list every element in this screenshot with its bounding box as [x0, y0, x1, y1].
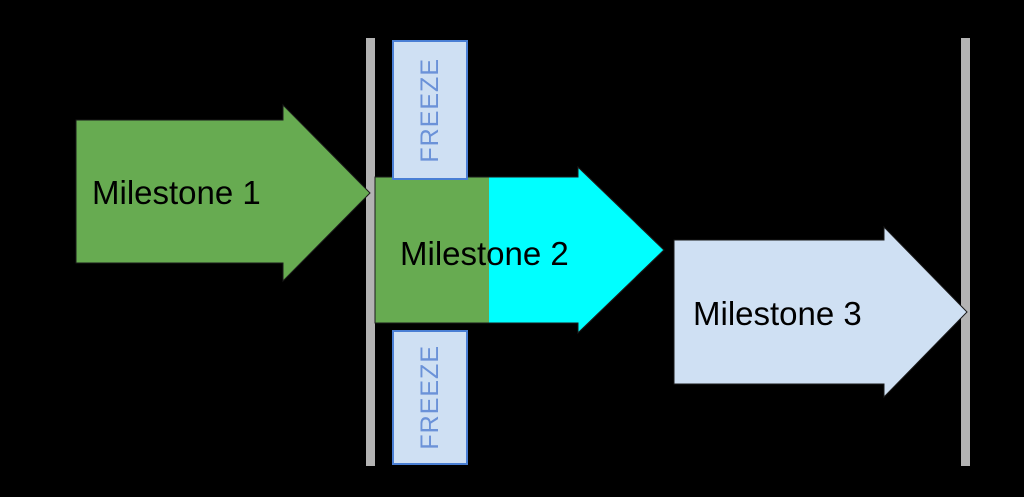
freeze-block-top[interactable]: FREEZE	[392, 40, 468, 180]
milestone-3-arrow[interactable]	[673, 225, 968, 399]
freeze-block-bottom[interactable]: FREEZE	[392, 330, 468, 465]
milestone-2-label: Milestone 2	[400, 235, 569, 272]
gate-bar-right	[961, 38, 970, 466]
freeze-label-bottom: FREEZE	[415, 345, 444, 450]
gate-bar-left	[366, 38, 375, 466]
milestone-1-arrow[interactable]	[75, 103, 371, 283]
milestone-1-label: Milestone 1	[92, 174, 261, 211]
milestone-3-label: Milestone 3	[693, 295, 862, 332]
freeze-label-top: FREEZE	[415, 57, 444, 163]
milestone-2-arrow[interactable]	[374, 165, 665, 335]
